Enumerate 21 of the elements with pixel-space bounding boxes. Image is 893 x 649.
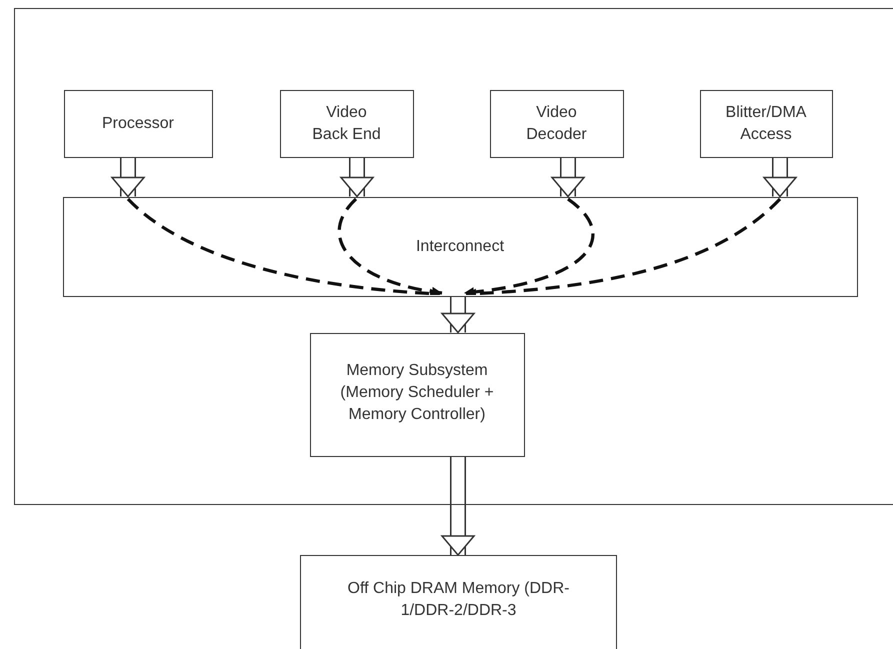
block-arrow [111,158,145,198]
block-arrow [441,456,475,556]
node-label: Off Chip DRAM Memory (DDR-1/DDR-2/DDR-3 [347,579,570,621]
node-label: Interconnect [414,236,506,256]
block-arrow [441,296,475,334]
block-arrow [340,158,374,198]
block-arrow [551,158,585,198]
node-label: Processor [100,114,176,134]
process-box [310,332,524,456]
node-label: Blitter/DMA Access [724,102,808,144]
node-label: Memory Subsystem (Memory Scheduler + Memory Controller) [339,360,495,424]
process-box [490,90,624,158]
node-label: Video Decoder [525,102,588,144]
block-arrow [763,158,797,198]
process-box [700,90,832,158]
interconnect-box [62,196,858,296]
node-label: Video Back End [311,102,382,144]
chip-boundary-box [14,8,893,505]
process-box [64,90,212,158]
memory-box [300,555,617,649]
process-box [280,90,414,158]
